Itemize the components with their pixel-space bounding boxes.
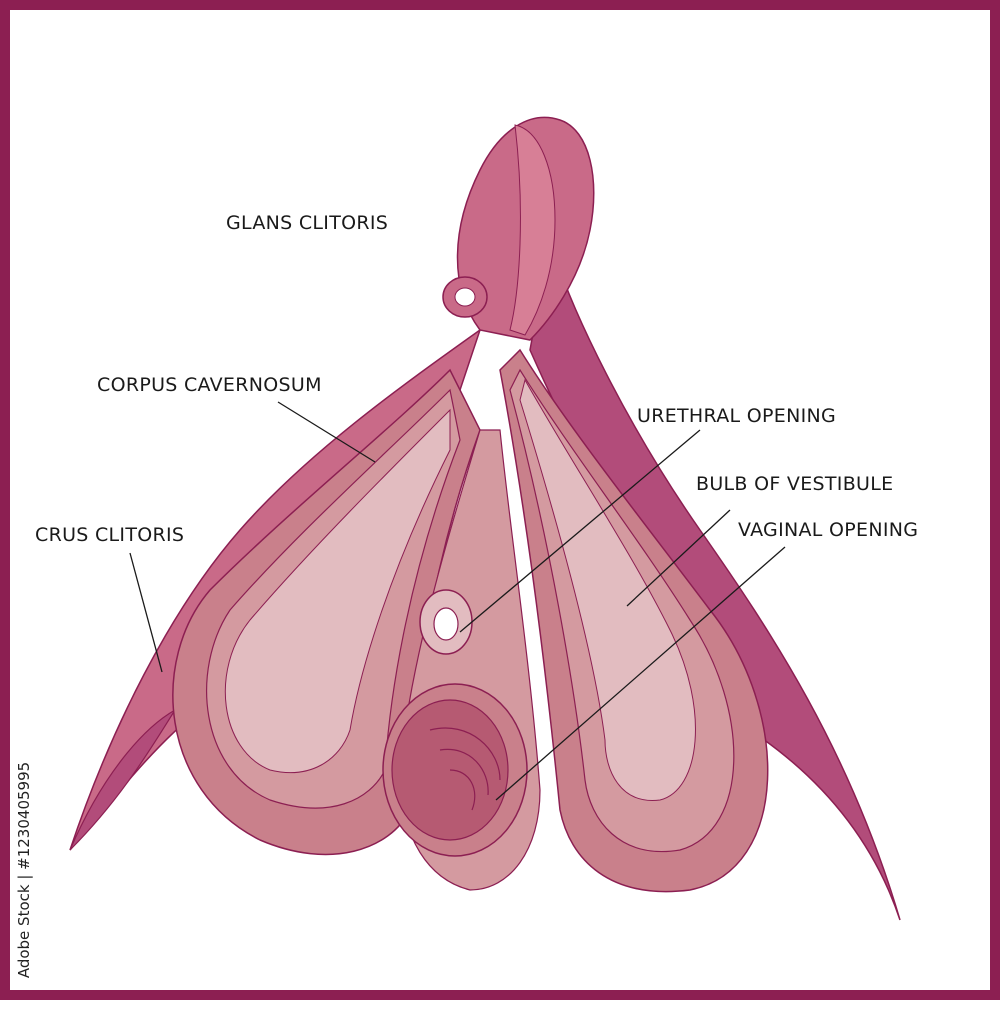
anatomy-illustration xyxy=(69,116,901,921)
label-urethral-opening: URETHRAL OPENING xyxy=(637,405,837,427)
leader-urethral-opening xyxy=(459,429,701,633)
leader-lines xyxy=(129,401,786,801)
glans-tip-opening xyxy=(454,287,476,307)
vaginal-opening-folds xyxy=(429,727,501,811)
leader-vaginal-opening xyxy=(495,546,786,801)
label-glans-clitoris: GLANS CLITORIS xyxy=(226,212,389,234)
leader-corpus-cavernosum xyxy=(277,401,376,463)
urethral-opening xyxy=(433,607,459,641)
label-bulb-of-vestibule: BULB OF VESTIBULE xyxy=(696,473,894,495)
stock-id-text: Adobe Stock | #1230405995 xyxy=(15,761,33,979)
label-crus-clitoris: CRUS CLITORIS xyxy=(35,524,185,546)
label-corpus-cavernosum: CORPUS CAVERNOSUM xyxy=(97,374,322,396)
leader-crus-clitoris xyxy=(129,552,163,673)
leader-bulb-of-vestibule xyxy=(626,509,731,607)
stock-id-watermark: Adobe Stock | #1230405995 xyxy=(12,761,36,979)
bulb-left-inner xyxy=(224,408,451,774)
glans-shaft-highlight xyxy=(509,124,556,336)
label-vaginal-opening: VAGINAL OPENING xyxy=(738,519,919,541)
bulb-right-inner xyxy=(519,378,696,801)
